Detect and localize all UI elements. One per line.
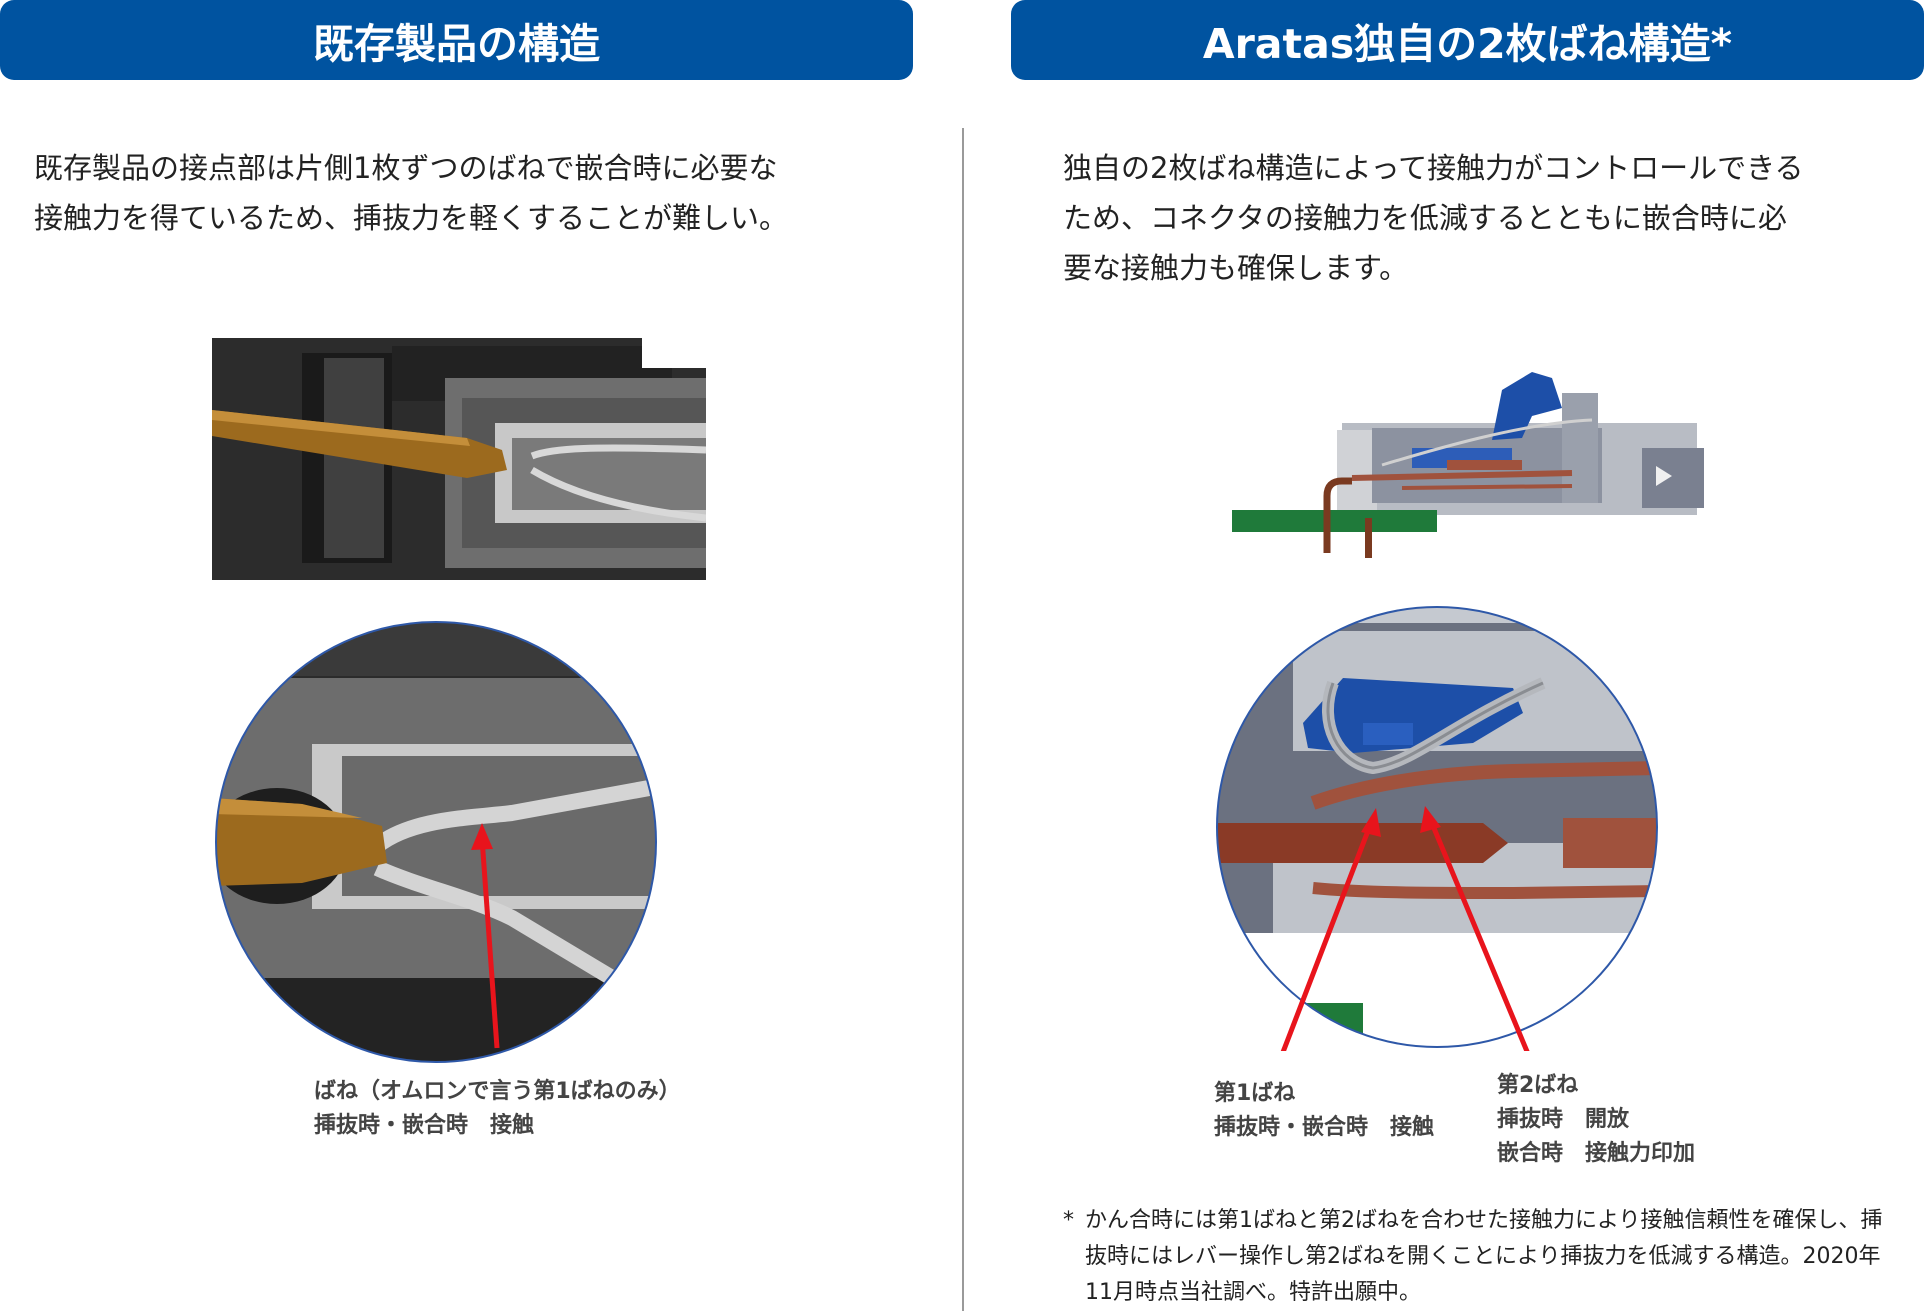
- left-spring-label: ばね（オムロンで言う第1ばねのみ）: [314, 1079, 681, 1104]
- patent-footnote: * かん合時には第1ばねと第2ばねを合わせた接触力により接触信頼性を確保し、挿抜…: [1063, 1203, 1903, 1311]
- spring2-insertion-note: 挿抜時 開放: [1497, 1107, 1630, 1132]
- left-header: 既存製品の構造: [0, 0, 913, 80]
- footnote-mark: *: [1063, 1208, 1074, 1233]
- spring1-contact-note: 挿抜時・嵌合時 接触: [1214, 1115, 1435, 1140]
- spring1-title: 第1ばね: [1214, 1081, 1296, 1106]
- right-header: Aratas独自の2枚ばね構造*: [1011, 0, 1924, 80]
- spring1-callout: 第1ばね 挿抜時・嵌合時 接触: [1214, 1077, 1434, 1145]
- spring2-title: 第2ばね: [1497, 1073, 1579, 1098]
- left-spring-contact-note: 挿抜時・嵌合時 接触: [314, 1113, 535, 1138]
- left-description: 既存製品の接点部は片側1枚ずつのばねで嵌合時に必要な 接触力を得ているため、挿抜…: [34, 151, 789, 235]
- existing-structure-cross-section: [212, 338, 706, 580]
- aratas-structure-cross-section: [1232, 372, 1704, 558]
- existing-structure-zoom: [215, 621, 657, 1063]
- left-spring-callout: ばね（オムロンで言う第1ばねのみ） 挿抜時・嵌合時 接触: [314, 1075, 681, 1143]
- right-header-title: Aratas独自の2枚ばね構造*: [1202, 20, 1733, 68]
- spring2-mated-note: 嵌合時 接触力印加: [1497, 1141, 1696, 1166]
- aratas-structure-zoom: [1216, 606, 1658, 1051]
- footnote-text: かん合時には第1ばねと第2ばねを合わせた接触力により接触信頼性を確保し、挿抜時に…: [1085, 1208, 1883, 1305]
- left-header-title: 既存製品の構造: [313, 20, 600, 68]
- center-divider: [962, 128, 964, 1311]
- right-description: 独自の2枚ばね構造によって接触力がコントロールできる ため、コネクタの接触力を低…: [1063, 151, 1804, 285]
- spring2-callout: 第2ばね 挿抜時 開放 嵌合時 接触力印加: [1497, 1069, 1695, 1171]
